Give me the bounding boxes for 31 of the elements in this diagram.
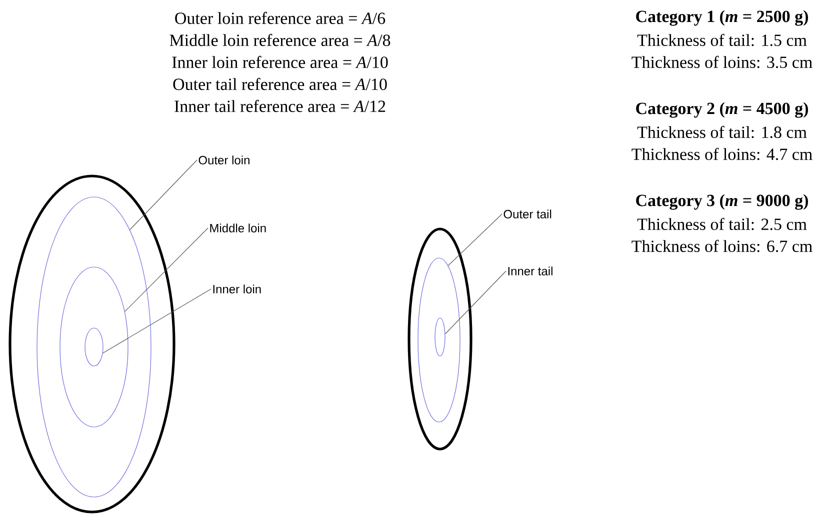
part-label: Middle loin xyxy=(210,224,266,232)
leader-line xyxy=(448,214,502,266)
leader-line xyxy=(130,160,198,230)
part-label: Outer tail xyxy=(504,210,552,218)
ring-outline xyxy=(434,318,446,356)
area-formula: Inner loin reference area = A/10 xyxy=(172,56,388,68)
part-label: Inner loin xyxy=(213,284,261,294)
ring-outline xyxy=(84,328,104,366)
leader-line xyxy=(102,288,212,354)
part-label: Outer loin xyxy=(198,156,250,164)
area-formula: Inner tail reference area = A/12 xyxy=(174,100,386,112)
ring-outline xyxy=(408,228,472,450)
ring-outline xyxy=(36,196,152,498)
thickness-text: Thickness of loins: 6.7 cm xyxy=(632,240,812,252)
ring-outline xyxy=(60,266,128,428)
category-heading: Category 3 (m = 9000 g) xyxy=(636,194,808,210)
thickness-text: Thickness of tail: 1.5 cm xyxy=(637,34,807,46)
ring-outline xyxy=(418,258,460,422)
category-heading: Category 2 (m = 4500 g) xyxy=(636,102,808,118)
area-formula: Middle loin reference area = A/8 xyxy=(170,34,390,46)
leader-line xyxy=(124,228,208,312)
category-heading: Category 1 (m = 2500 g) xyxy=(636,10,808,26)
part-label: Inner tail xyxy=(508,266,552,276)
thickness-text: Thickness of tail: 2.5 cm xyxy=(637,218,807,230)
area-formula: Outer loin reference area = A/6 xyxy=(175,12,386,24)
thickness-text: Thickness of loins: 4.7 cm xyxy=(632,148,812,160)
ring-outline xyxy=(8,174,176,514)
area-formula: Outer tail reference area = A/10 xyxy=(173,78,387,90)
leader-line xyxy=(444,270,506,334)
thickness-text: Thickness of tail: 1.8 cm xyxy=(637,126,807,138)
thickness-text: Thickness of loins: 3.5 cm xyxy=(632,56,812,68)
